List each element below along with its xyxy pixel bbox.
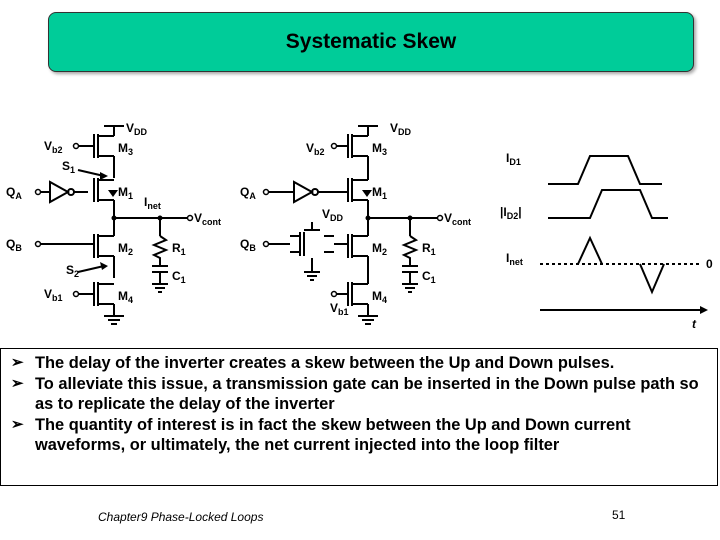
qb-label-right: QB [240,237,256,253]
bullet-text: The delay of the inverter creates a skew… [35,354,615,372]
vcont-label: Vcont [194,211,221,227]
vb2-label: Vb2 [44,139,63,155]
qb-label: QB [6,237,22,253]
m2-label-right: M2 [372,241,387,257]
inet-wave-label: Inet [506,251,523,267]
bullet-item: ➢ To alleviate this issue, a transmission… [1,374,717,414]
s1-label: S1 [62,159,75,175]
m2-label: M2 [118,241,133,257]
circuit-diagram: VDD Vb2 M3 S1 QA M1 Inet Vcont QB M2 R1 … [6,121,713,331]
bullet-list: ➢ The delay of the inverter creates a ske… [1,349,717,455]
m1-label-right: M1 [372,185,387,201]
m3-label: M3 [118,141,133,157]
bullet-arrow-icon: ➢ [11,375,24,392]
m1-label: M1 [118,185,133,201]
id1-label: ID1 [506,151,521,167]
m3-label-right: M3 [372,141,387,157]
s2-label: S2 [66,263,79,279]
qa-label: QA [6,185,22,201]
vdd-label: VDD [126,121,148,137]
r1-label-right: R1 [422,241,436,257]
c1-label: C1 [172,269,186,285]
bullet-item: ➢ The quantity of interest is in fact the… [1,415,717,455]
page-number: 51 [612,508,626,522]
slide-title: Systematic Skew [285,30,457,53]
bullet-item: ➢ The delay of the inverter creates a ske… [1,353,717,373]
bullet-arrow-icon: ➢ [11,354,24,371]
title-box: Systematic Skew [48,12,694,72]
id2-label: |ID2| [500,205,522,221]
vdd2-label-right: VDD [322,207,344,223]
c1-label-right: C1 [422,269,436,285]
vdd-label-right: VDD [390,121,412,137]
vcont-label-right: Vcont [444,211,471,227]
vb2-label-right: Vb2 [306,141,325,157]
bullet-text: To alleviate this issue, a transmission … [35,375,699,413]
bullet-arrow-icon: ➢ [11,416,24,433]
vb1-label-right: Vb1 [330,301,349,317]
bullet-text: The quantity of interest is in fact the … [35,416,631,454]
zero-label: 0 [706,257,713,271]
footer-chapter: Chapter9 Phase-Locked Loops [98,510,264,524]
qa-label-right: QA [240,185,256,201]
m4-label: M4 [118,289,133,305]
m4-label-right: M4 [372,289,387,305]
inet-label: Inet [144,195,161,211]
t-label: t [692,317,697,331]
vb1-label: Vb1 [44,287,63,303]
r1-label: R1 [172,241,186,257]
content-box: ➢ The delay of the inverter creates a ske… [0,348,718,486]
